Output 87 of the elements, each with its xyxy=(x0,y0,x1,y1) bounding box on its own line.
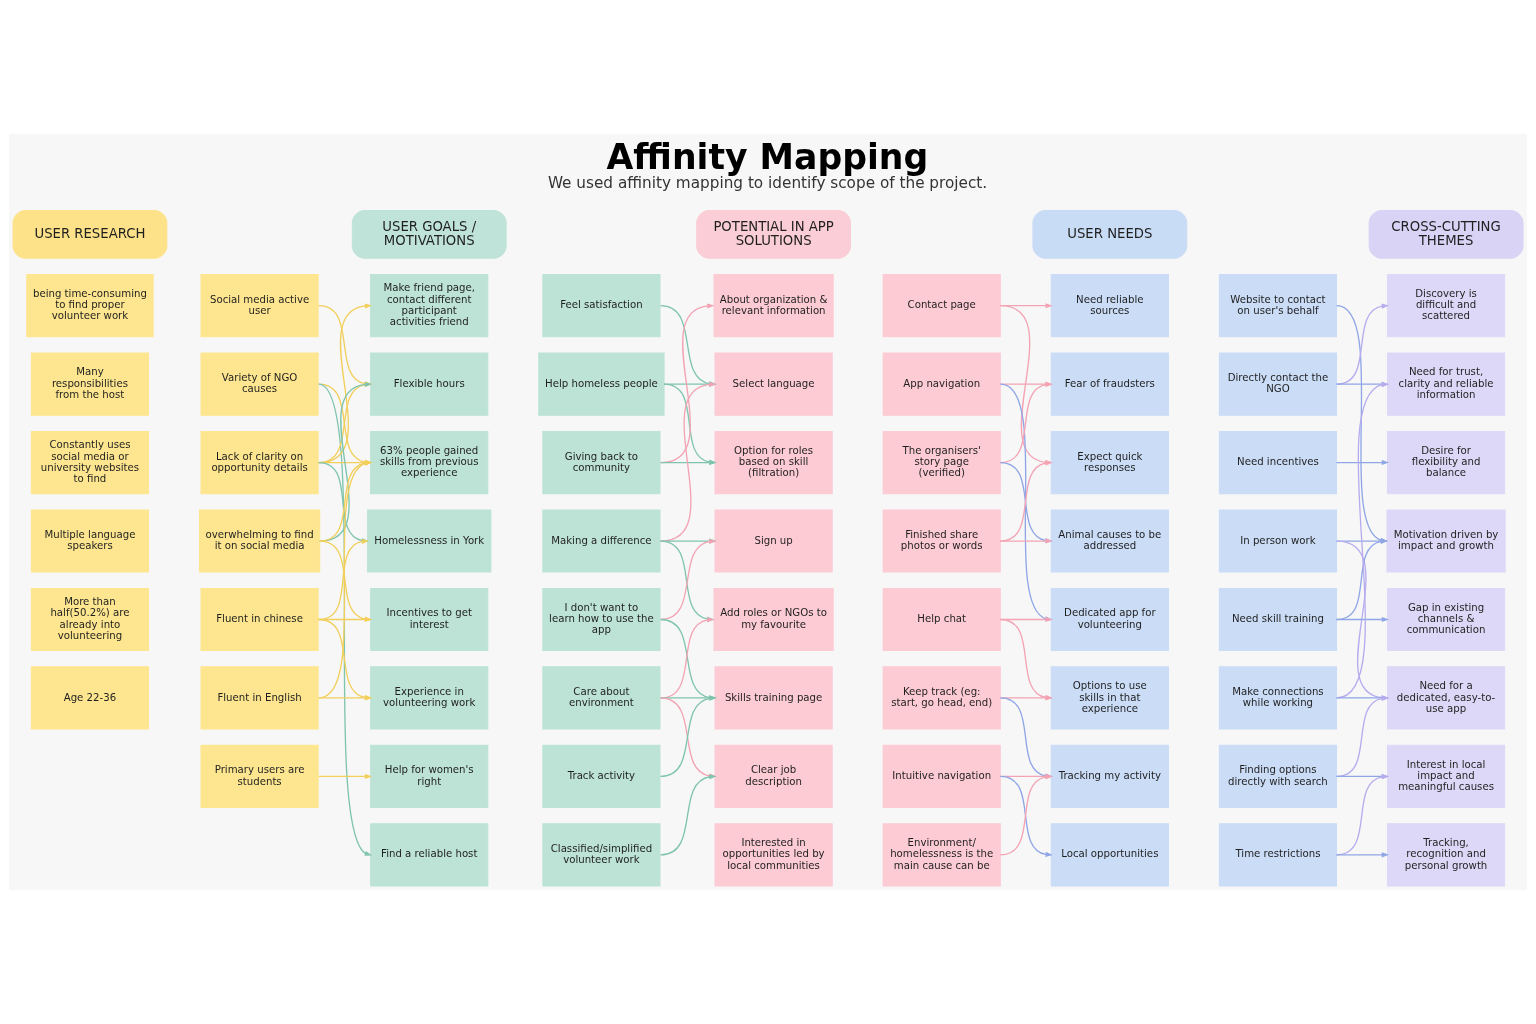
node-box: Feel satisfaction xyxy=(542,274,661,338)
node-box: Tracking my activity xyxy=(1050,744,1169,808)
node-box: Multiple language speakers xyxy=(30,509,150,573)
node-box: USER RESEARCH xyxy=(12,209,168,259)
node-box: Website to contact on user's behalf xyxy=(1218,274,1338,338)
node-box: Fear of fraudsters xyxy=(1050,352,1169,416)
node-box: Make friend page, contact different participant activities friend xyxy=(370,274,489,338)
node-box: The organisers' story page (verified) xyxy=(882,431,1001,495)
node-box: Many responsibilities from the host xyxy=(30,352,150,416)
node-box: In person work xyxy=(1218,509,1338,573)
node-box: Directly contact the NGO xyxy=(1218,352,1338,416)
node-box: Fluent in English xyxy=(200,666,319,730)
node-box: Homelessness in York xyxy=(367,509,492,573)
arrow xyxy=(659,305,717,387)
node-box: Fluent in chinese xyxy=(200,587,319,652)
arrow xyxy=(1335,695,1389,701)
node-box: Motivation driven by impact and growth xyxy=(1386,509,1506,573)
node-box: being time-consuming to find proper volunteer work xyxy=(26,274,154,338)
node-box: Time restrictions xyxy=(1218,823,1338,887)
node-box: Environment/ homelessness is the main cause can be xyxy=(882,823,1001,887)
node-box: Constantly uses social media or university websites to find xyxy=(30,431,150,495)
node-box: Discovery is difficult and scattered xyxy=(1386,274,1506,338)
node-box: Add roles or NGOs to my favourite xyxy=(713,587,834,652)
node-box: 63% people gained skills from previous experience xyxy=(370,431,489,495)
node-box: Lack of clarity on opportunity details xyxy=(200,431,319,495)
node-box: Find a reliable host xyxy=(370,823,489,887)
node-box: Gap in existing channels & communication xyxy=(1386,587,1506,652)
node-box: Primary users are students xyxy=(200,744,319,808)
node-box: Finding options directly with search xyxy=(1218,744,1338,808)
node-box: Experience in volunteering work xyxy=(370,666,489,730)
node-box: Intuitive navigation xyxy=(882,744,1001,808)
node-box: More than half(50.2%) are already into volunteering xyxy=(30,587,150,652)
arrow xyxy=(999,618,1053,701)
node-box: Interested in opportunities led by local communities xyxy=(714,823,833,887)
arrow xyxy=(1335,852,1389,858)
node-box: App navigation xyxy=(882,352,1001,416)
node-box: Clear job description xyxy=(714,744,833,808)
node-box: Finished share photos or words xyxy=(882,509,1001,573)
node-box: Age 22-36 xyxy=(30,666,150,730)
arrow xyxy=(318,695,373,701)
arrow xyxy=(1335,540,1389,701)
node-box: Need for a dedicated, easy-to-use app xyxy=(1386,666,1506,730)
node-box: Flexible hours xyxy=(370,352,489,416)
node-box: overwhelming to find it on social media xyxy=(198,509,321,573)
node-box: POTENTIAL IN APP SOLUTIONS xyxy=(696,209,852,259)
node-box: Desire for flexibility and balance xyxy=(1386,431,1506,495)
node-box: Need skill training xyxy=(1218,587,1338,652)
node-box: Sign up xyxy=(714,509,833,573)
node-box: Classified/simplified volunteer work xyxy=(542,823,661,887)
node-box: Social media active user xyxy=(200,274,319,338)
node-box: Making a difference xyxy=(542,509,661,573)
arrow xyxy=(1335,460,1389,466)
node-box: Options to use skills in that experience xyxy=(1050,666,1169,730)
node-box: USER GOALS / MOTIVATIONS xyxy=(351,209,507,259)
node-box: Need for trust, clarity and reliable information xyxy=(1386,352,1506,416)
node-box: Keep track (eg: start, go head, end) xyxy=(882,666,1001,730)
arrow xyxy=(999,538,1053,544)
node-box: Option for roles based on skill (filtration) xyxy=(714,431,833,495)
node-box: Variety of NGO causes xyxy=(200,352,319,416)
node-box: I don't want to learn how to use the app xyxy=(542,587,661,652)
node-box: Track activity xyxy=(542,744,661,808)
node-box: Help chat xyxy=(882,587,1001,652)
node-box: CROSS-CUTTING THEMES xyxy=(1368,209,1524,259)
node-box: Contact page xyxy=(882,274,1001,338)
node-box: Need incentives xyxy=(1218,431,1338,495)
arrow xyxy=(1335,616,1389,622)
node-box: Help homeless people xyxy=(538,352,665,416)
node-box: Need reliable sources xyxy=(1050,274,1169,338)
diagram-title: Affinity Mapping xyxy=(606,136,929,177)
node-box: About organization & relevant information xyxy=(713,274,834,338)
node-box: Expect quick responses xyxy=(1050,431,1169,495)
node-box: Skills training page xyxy=(714,666,833,730)
node-box: Interest in local impact and meaningful causes xyxy=(1386,744,1506,808)
node-box: Animal causes to be addressed xyxy=(1050,509,1169,573)
arrow xyxy=(663,381,717,387)
node-box: Local opportunities xyxy=(1050,823,1169,887)
node-box: Incentives to get interest xyxy=(370,587,489,652)
node-box: USER NEEDS xyxy=(1032,209,1188,259)
arrow xyxy=(318,618,373,701)
node-box: Tracking, recognition and personal growth xyxy=(1386,823,1506,887)
node-box: Dedicated app for volunteering xyxy=(1050,587,1169,652)
node-box: Care about environment xyxy=(542,666,661,730)
node-box: Giving back to community xyxy=(542,431,661,495)
node-box: Select language xyxy=(714,352,833,416)
node-box: Make connections while working xyxy=(1218,666,1338,730)
arrow xyxy=(318,773,373,779)
node-box: Help for women's right xyxy=(370,744,489,808)
